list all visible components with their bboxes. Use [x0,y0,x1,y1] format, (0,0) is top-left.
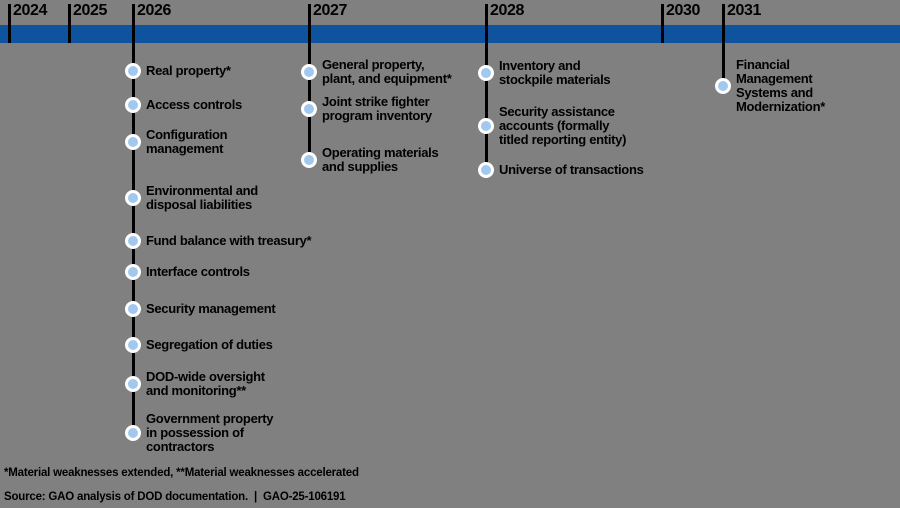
timeline-bar [0,25,900,43]
milestone-label: Environmental and disposal liabilities [146,183,258,212]
milestone-dot [125,301,141,317]
milestone-dot [478,118,494,134]
milestone-dot [301,101,317,117]
year-tick-2024 [7,4,11,43]
footnote-text: *Material weaknesses extended, **Materia… [4,467,359,479]
year-tick-2027 [307,4,311,160]
year-label-2030: 2030 [666,2,700,19]
year-label-2027: 2027 [313,2,347,19]
year-tick-2025 [67,4,71,43]
year-tick-2028 [484,4,488,170]
milestone-label: Segregation of duties [146,337,273,352]
milestone-label: Inventory and stockpile materials [499,58,611,87]
milestone-dot [478,65,494,81]
milestone-label: Security assistance accounts (formally t… [499,104,627,147]
milestone-label: Configuration management [146,127,228,156]
milestone-dot [125,425,141,441]
milestone-label: Access controls [146,97,242,112]
year-label-2024: 2024 [13,2,47,19]
milestone-dot [125,63,141,79]
year-label-2026: 2026 [137,2,171,19]
milestone-label: Joint strike fighter program inventory [322,94,432,123]
milestone-dot [125,97,141,113]
milestone-dot [301,152,317,168]
milestone-dot [125,134,141,150]
milestone-dot [715,78,731,94]
milestone-dot [125,376,141,392]
milestone-dot [125,264,141,280]
milestone-label: Financial Management Systems and Moderni… [736,57,825,114]
milestone-dot [478,162,494,178]
milestone-label: Universe of transactions [499,162,644,177]
milestone-label: DOD-wide oversight and monitoring** [146,369,265,398]
year-label-2031: 2031 [727,2,761,19]
year-label-2025: 2025 [73,2,107,19]
milestone-label: Operating materials and supplies [322,145,439,174]
milestone-dot [125,337,141,353]
year-label-2028: 2028 [490,2,524,19]
milestone-dot [301,64,317,80]
milestone-label: General property, plant, and equipment* [322,57,452,86]
milestone-label: Fund balance with treasury* [146,233,312,248]
milestone-label: Interface controls [146,264,250,279]
year-tick-2026 [131,4,135,434]
milestone-label: Government property in possession of con… [146,411,274,454]
milestone-label: Real property* [146,63,231,78]
milestone-dot [125,190,141,206]
year-tick-2031 [721,4,725,86]
source-text: Source: GAO analysis of DOD documentatio… [4,491,346,503]
milestone-label: Security management [146,301,276,316]
year-tick-2030 [660,4,664,43]
milestone-dot [125,233,141,249]
